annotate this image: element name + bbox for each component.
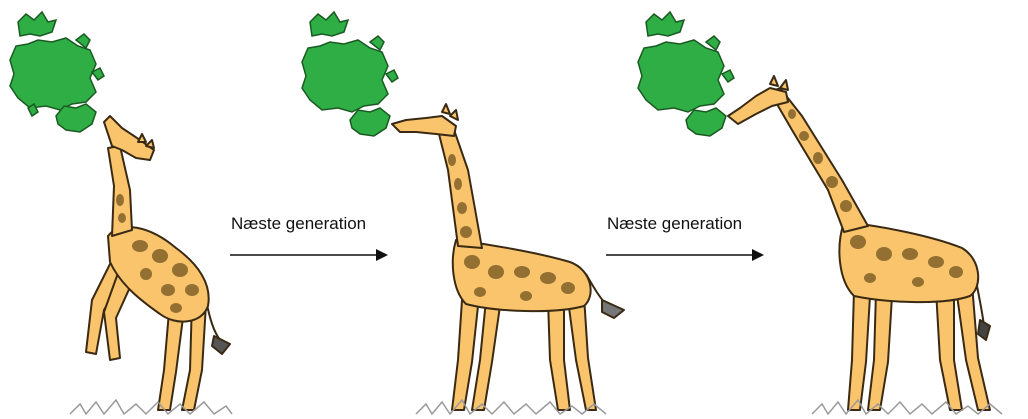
giraffe-icon	[392, 104, 624, 410]
tree-foliage-icon	[638, 12, 734, 136]
giraffe-icon	[86, 116, 230, 410]
panel-generation-2	[296, 0, 636, 419]
tree-foliage-icon	[302, 12, 398, 136]
grass-icon	[416, 400, 606, 414]
tree-foliage-icon	[10, 12, 104, 132]
grass-icon	[70, 400, 232, 414]
grass-icon	[812, 400, 1002, 414]
panel-generation-3	[632, 0, 1028, 419]
panel-generation-1	[0, 0, 240, 419]
